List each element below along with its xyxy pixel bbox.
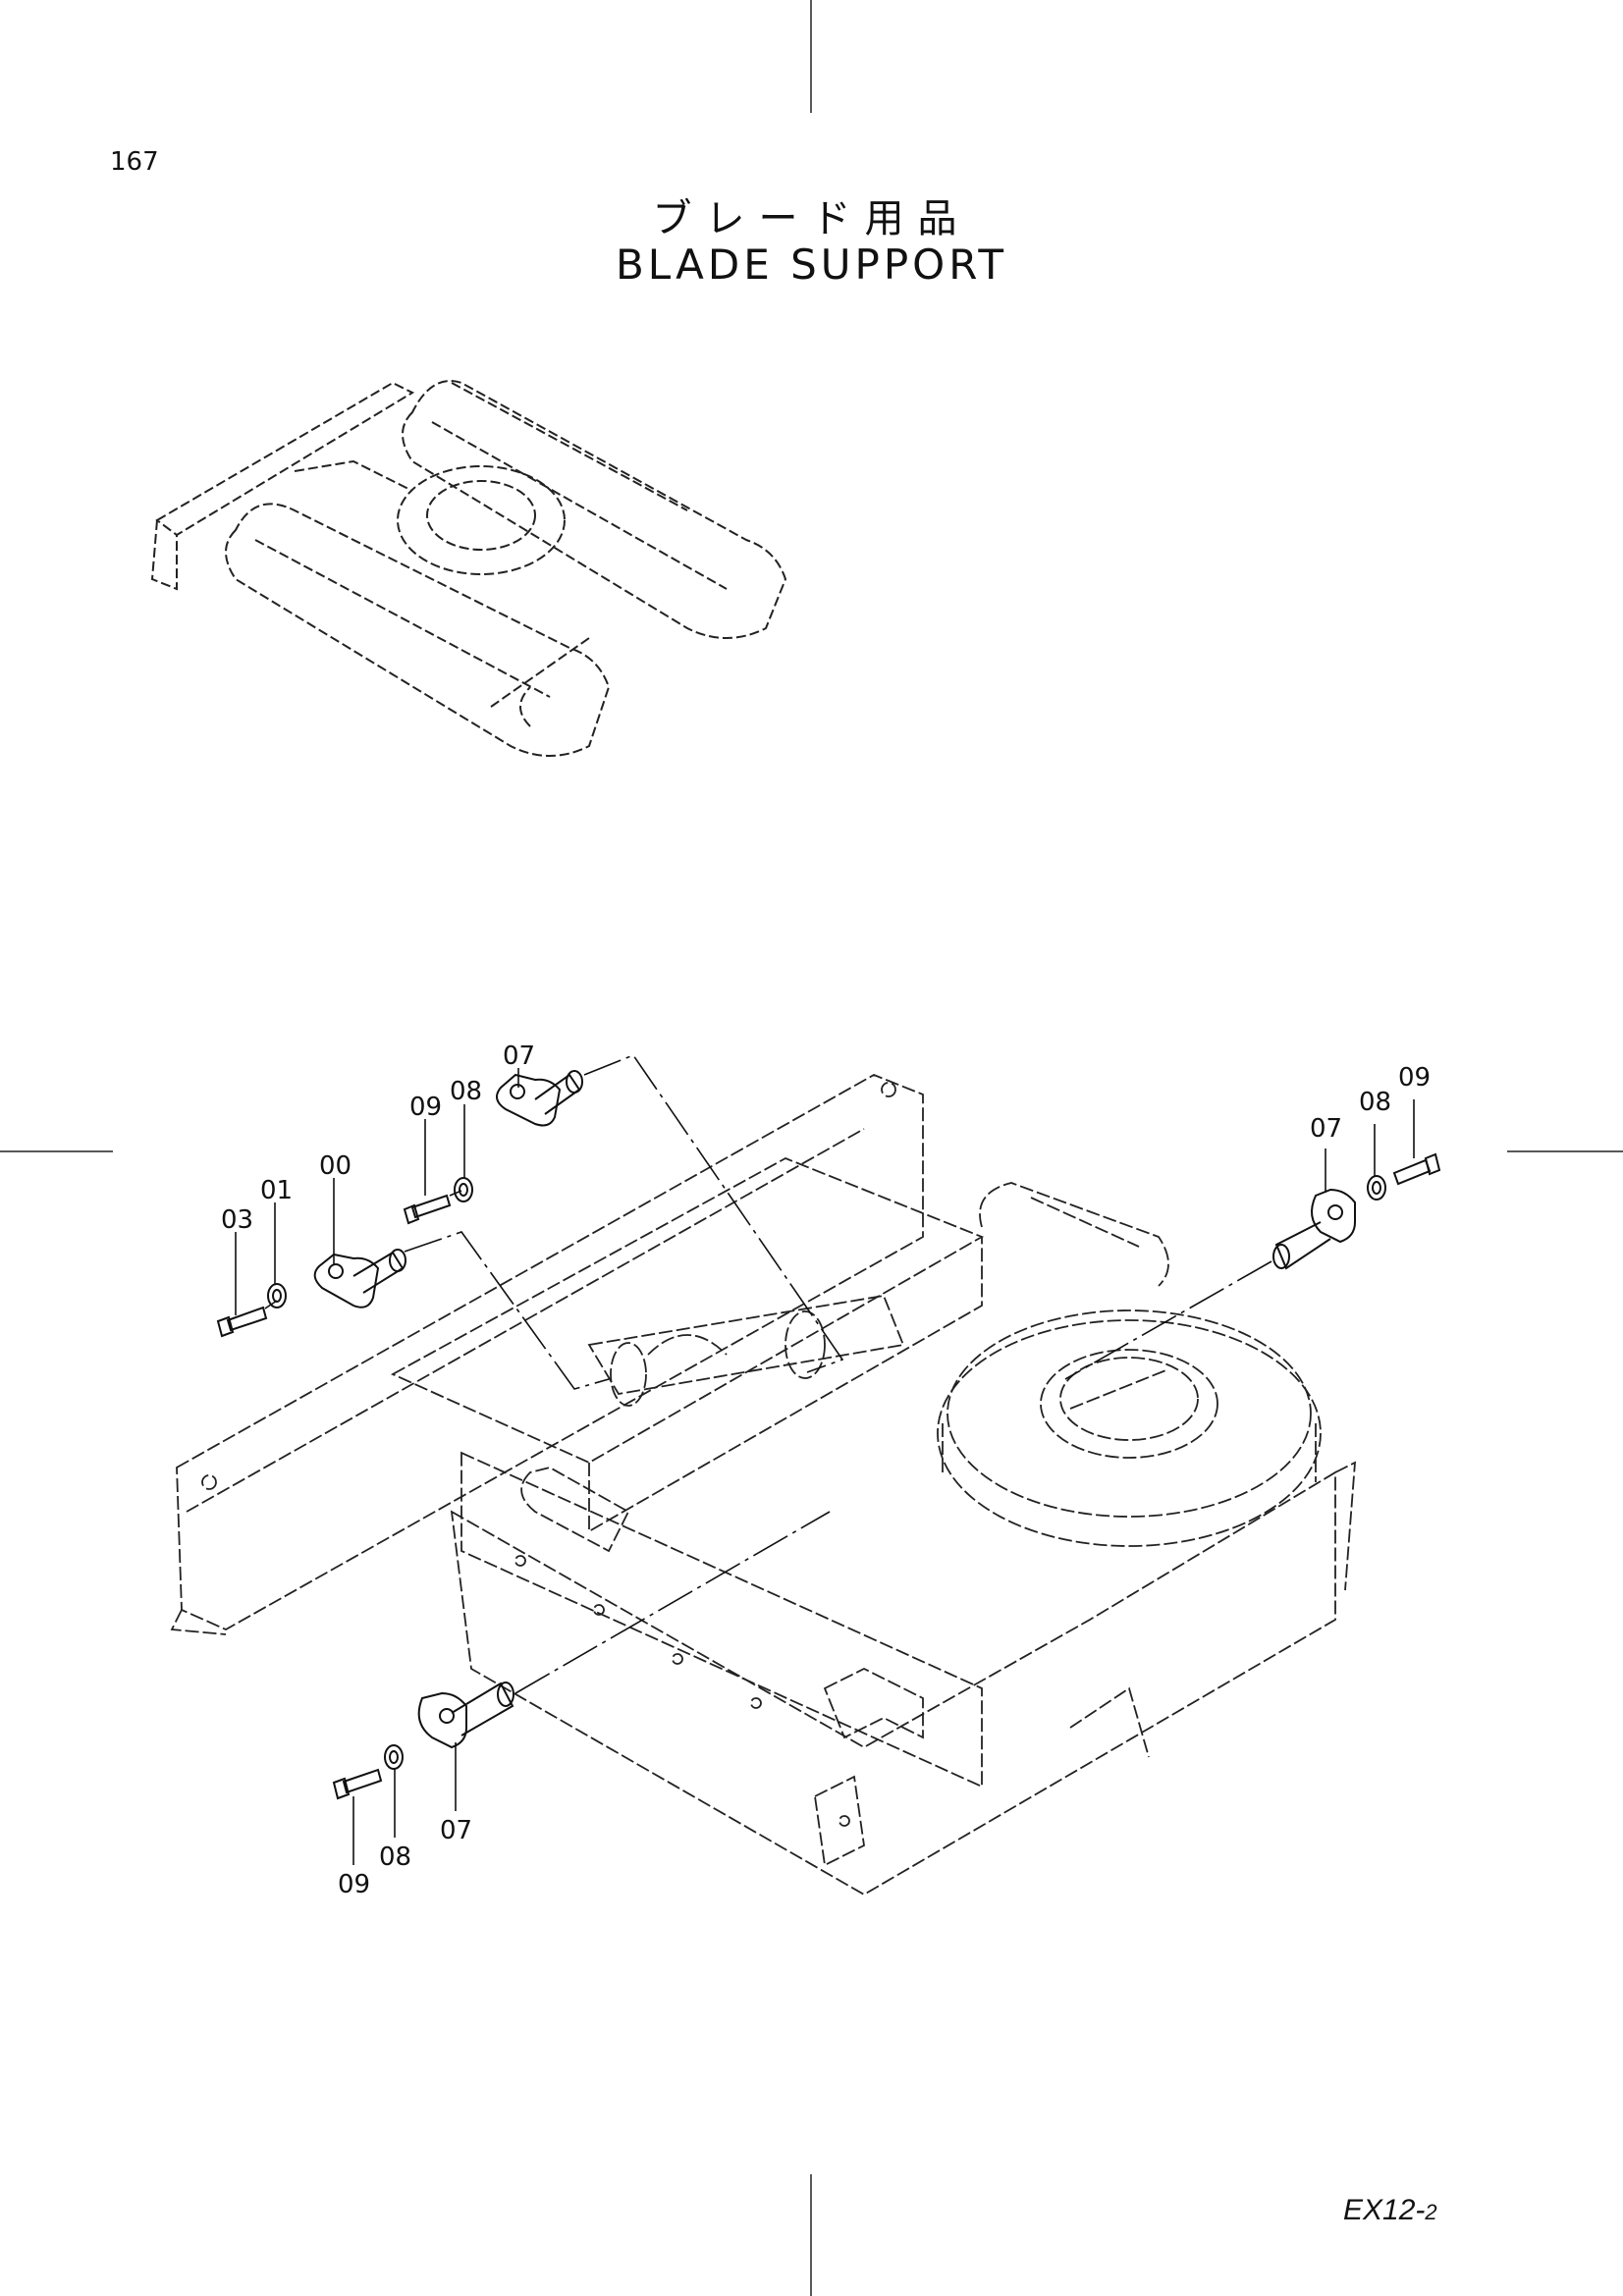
model-code: EX12-2 xyxy=(1343,2194,1437,2227)
pin-assembly-lower xyxy=(332,1682,514,1800)
title-japanese: ブレード用品 xyxy=(652,196,971,241)
model-code-main: EX12- xyxy=(1343,2194,1426,2226)
callout-01: 01 xyxy=(260,1176,293,1205)
callout-09-bottom: 09 xyxy=(338,1870,370,1899)
callout-03: 03 xyxy=(221,1205,253,1235)
model-code-suffix: 2 xyxy=(1425,2200,1437,2224)
assembly-lines xyxy=(264,1054,1272,1694)
title-english: BLADE SUPPORT xyxy=(615,240,1008,289)
leader-lines xyxy=(235,1068,1415,1865)
callout-00: 00 xyxy=(319,1151,352,1181)
pin-assembly-upper xyxy=(216,1070,583,1338)
callout-09-right: 09 xyxy=(1398,1063,1431,1093)
callout-09-top: 09 xyxy=(409,1093,442,1122)
callout-08-bottom: 08 xyxy=(379,1842,411,1872)
page-number: 167 xyxy=(110,147,159,177)
lower-frame-illustration xyxy=(170,1074,1357,1896)
pin-assembly-right xyxy=(1272,1152,1441,1270)
callout-08-right: 08 xyxy=(1359,1088,1391,1117)
callout-07-right: 07 xyxy=(1310,1114,1342,1144)
overview-machine-illustration xyxy=(150,380,787,757)
callout-08-top: 08 xyxy=(450,1077,482,1106)
callout-07-bottom: 07 xyxy=(440,1816,472,1845)
callout-07-top: 07 xyxy=(503,1041,535,1071)
callout-labels: 07 09 08 00 01 03 09 08 07 09 08 07 xyxy=(221,1041,1431,1899)
